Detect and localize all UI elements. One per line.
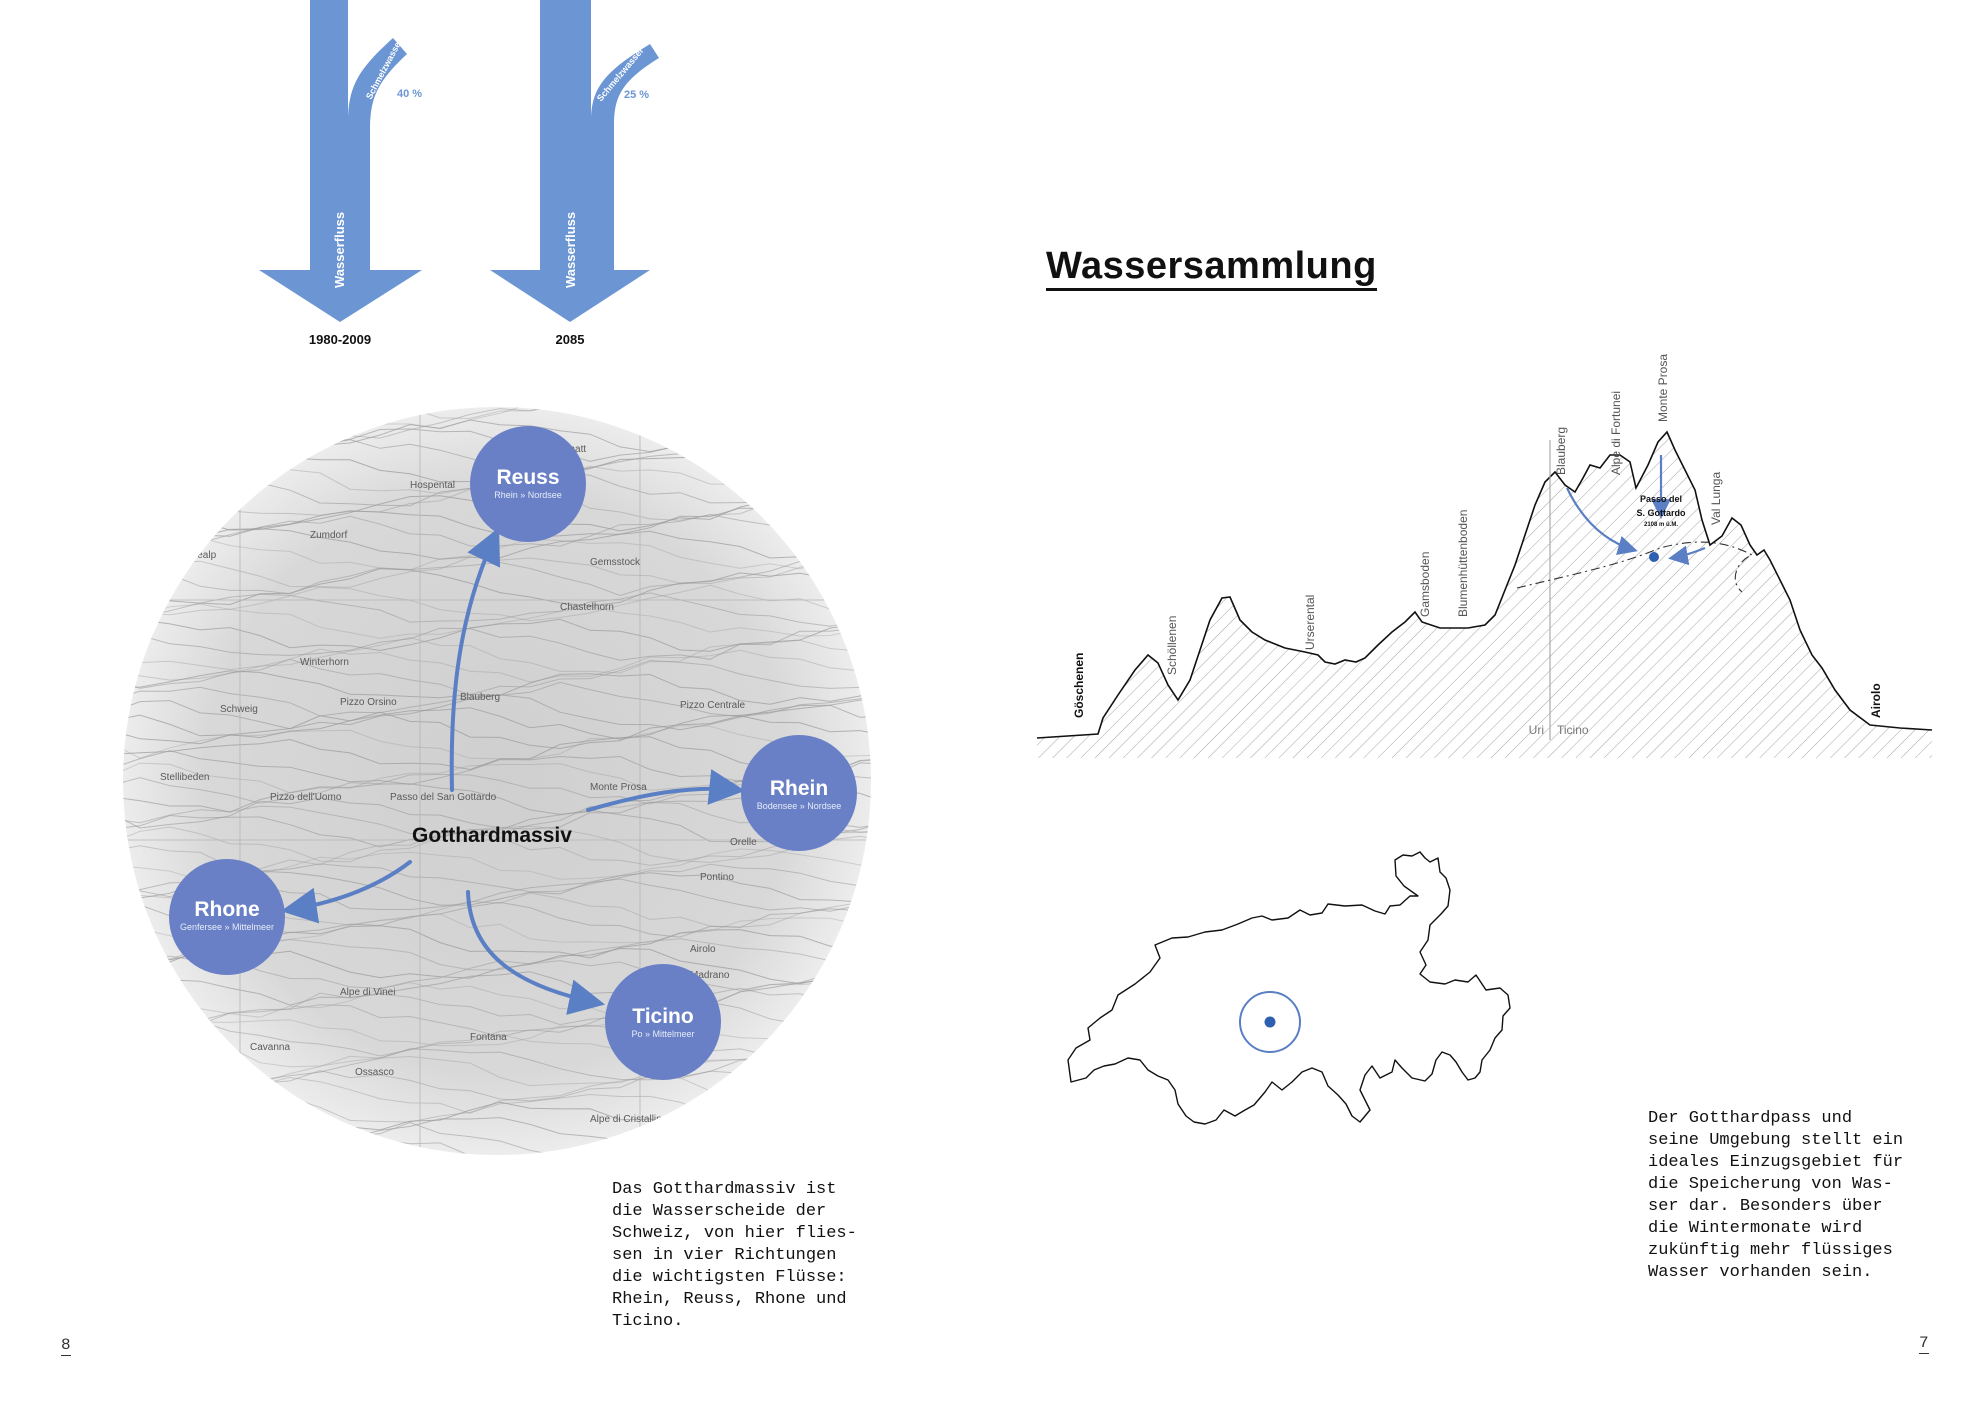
- text-left-paragraph: Das Gotthardmassiv ist die Wasserscheide…: [612, 1180, 857, 1331]
- river-node-rhone: Rhone Genfersee » Mittelmeer: [169, 859, 285, 975]
- arrow-to-reuss: [449, 527, 501, 792]
- place-label: Gamsboden: [1418, 552, 1432, 617]
- place-label: Airolo: [1869, 683, 1883, 718]
- map-place-label: Monte Prosa: [590, 782, 647, 793]
- snowmelt-branch-shape: [490, 0, 659, 322]
- river-node-ticino: Ticino Po » Mittelmeer: [605, 964, 721, 1080]
- map-place-label: Pizzo Centrale: [680, 700, 745, 711]
- river-name: Ticino: [632, 1005, 693, 1028]
- flow-share-label: 40 %: [397, 88, 422, 100]
- place-label: Schöllenen: [1165, 616, 1179, 675]
- river-name: Reuss: [496, 466, 559, 489]
- text-right-paragraph: Der Gotthardpass und seine Umgebung stel…: [1648, 1109, 1904, 1282]
- map-center-label: Gotthardmassiv: [412, 824, 572, 847]
- place-label: Urserental: [1303, 595, 1317, 650]
- canton-left-label: Uri: [1529, 723, 1544, 737]
- map-place-label: Orelle: [730, 837, 757, 848]
- map-place-label: Chastelhorn: [560, 602, 614, 613]
- switzerland-locator-map: [1067, 851, 1511, 1125]
- pass-label-line2: S. Gottardo: [1637, 508, 1687, 518]
- place-label: Göschenen: [1072, 653, 1086, 718]
- river-node-rhein: Rhein Bodensee » Nordsee: [741, 735, 857, 851]
- river-name: Rhone: [194, 898, 259, 921]
- arrow-to-rhein: [586, 769, 746, 812]
- profile-place-labels: Göschenen Schöllenen Urserental Gamsbode…: [1072, 354, 1883, 718]
- map-place-label: Ossasco: [355, 1067, 394, 1078]
- map-place-label: Pizzo Orsino: [340, 697, 397, 708]
- flow-main-label: Wasserfluss: [332, 212, 347, 288]
- location-dot: [1264, 1016, 1276, 1028]
- river-name: Rhein: [770, 777, 828, 800]
- location-ring: [1239, 991, 1301, 1053]
- watershed-map: AndermattHospentalRealpZumdorfGemsstockC…: [123, 407, 871, 1155]
- map-place-label: Blauberg: [460, 692, 500, 703]
- place-label: Blauberg: [1554, 427, 1568, 475]
- river-arrows: [280, 527, 746, 1015]
- watershed-dash-line: [1516, 541, 1754, 593]
- map-place-label: Cavanna: [250, 1042, 290, 1053]
- flow-arrow-2085: Wasserfluss Schmelzwasser 25 % 2085: [490, 0, 659, 347]
- profile-line: [1036, 430, 1933, 739]
- page-title: Wassersammlung: [1046, 244, 1377, 291]
- river-destination: Bodensee » Nordsee: [757, 801, 842, 811]
- place-label: Blumenhüttenboden: [1456, 510, 1470, 617]
- river-node-reuss: Reuss Rhein » Nordsee: [470, 426, 586, 542]
- flow-diagram: Wasserfluss Schmelzwasser 40 % 1980-2009…: [259, 0, 659, 347]
- place-label: Alpe di Fortunei: [1609, 391, 1623, 475]
- place-label: Val Lunga: [1709, 472, 1723, 525]
- map-place-label: Madrano: [690, 970, 730, 981]
- map-place-label: Passo del San Gottardo: [390, 792, 497, 803]
- flow-main-label: Wasserfluss: [563, 212, 578, 288]
- river-destination: Genfersee » Mittelmeer: [180, 922, 274, 932]
- flow-period-label: 1980-2009: [309, 332, 371, 347]
- flow-share-label: 25 %: [624, 89, 649, 101]
- contour-line: [123, 407, 871, 420]
- map-place-label: Airolo: [690, 944, 716, 955]
- snowmelt-branch-shape: [259, 0, 422, 322]
- map-place-label: Schweig: [220, 704, 258, 715]
- map-place-label: Pontino: [700, 872, 734, 883]
- river-destination: Rhein » Nordsee: [494, 490, 562, 500]
- map-place-label: Stellibeden: [160, 772, 209, 783]
- pass-dot: [1649, 552, 1659, 562]
- map-place-label: Gemsstock: [590, 557, 641, 568]
- flow-period-label: 2085: [556, 332, 585, 347]
- map-place-label: Zumdorf: [310, 530, 347, 541]
- elevation-profile: Passo del S. Gottardo 2108 m ü.M. Gösche…: [1036, 354, 1933, 758]
- map-place-label: Pizzo dell'Uomo: [270, 792, 342, 803]
- map-place-label: Fontana: [470, 1032, 507, 1043]
- map-place-label: Alpe di Cristallina: [590, 1114, 668, 1125]
- pass-label-line3: 2108 m ü.M.: [1644, 522, 1678, 528]
- map-place-label: Alpe di Mascad: [620, 1142, 688, 1153]
- map-place-label: Villa: [290, 1102, 309, 1113]
- river-destination: Po » Mittelmeer: [631, 1029, 694, 1039]
- page-number-right: 7: [1919, 1334, 1929, 1354]
- arrow-to-rhone: [280, 860, 412, 924]
- switzerland-outline: [1067, 851, 1511, 1125]
- arrow-to-ticino: [466, 890, 606, 1015]
- map-place-label: Hospental: [410, 480, 455, 491]
- place-label: Monte Prosa: [1656, 354, 1670, 422]
- page-number-left: 8: [61, 1336, 71, 1356]
- map-place-label: Alpe di Vinei: [340, 987, 395, 998]
- profile-terrain: [1037, 432, 1932, 758]
- pass-label-line1: Passo del: [1640, 494, 1682, 504]
- flow-arrow-1980-2009: Wasserfluss Schmelzwasser 40 % 1980-2009: [259, 0, 422, 347]
- canton-right-label: Ticino: [1557, 723, 1589, 737]
- map-place-label: Winterhorn: [300, 657, 349, 668]
- profile-flow-arrows: [1566, 455, 1706, 566]
- map-place-label: Realp: [190, 550, 217, 561]
